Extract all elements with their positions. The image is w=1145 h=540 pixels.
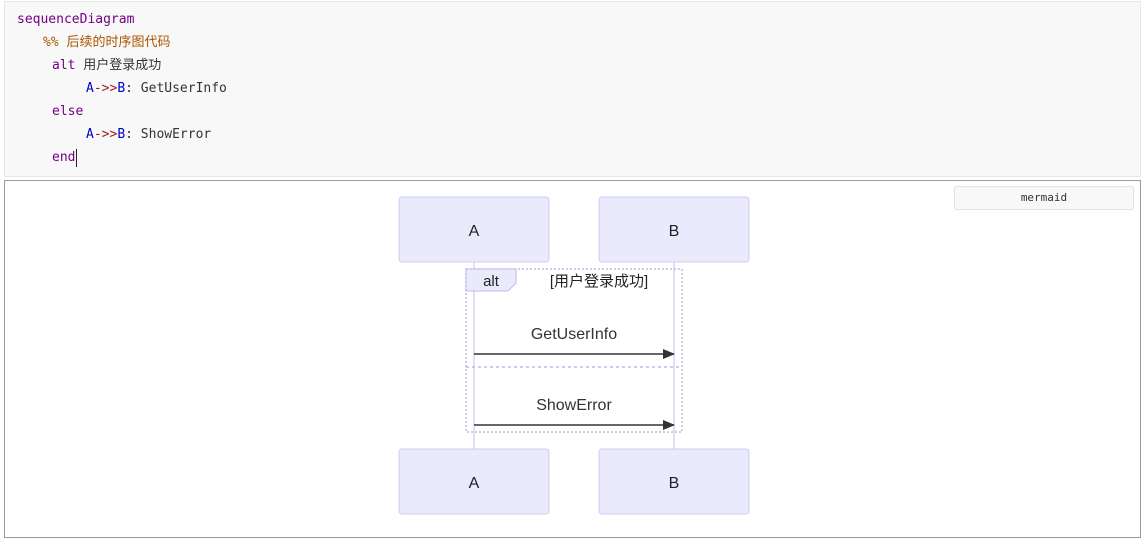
keyword-alt: alt	[52, 58, 76, 73]
code-line-2[interactable]: %% 后续的时序图代码	[43, 33, 170, 53]
code-line-4[interactable]: A->>B: GetUserInfo	[86, 79, 227, 99]
actor-a-ref: A	[86, 81, 94, 96]
code-line-3[interactable]: alt 用户登录成功	[52, 56, 161, 76]
code-line-5[interactable]: else	[52, 102, 83, 122]
actor-a-ref: A	[86, 127, 94, 142]
keyword-end: end	[52, 150, 76, 165]
arrow-token: ->>	[93, 81, 118, 96]
code-line-1[interactable]: sequenceDiagram	[17, 10, 134, 30]
code-comment: %% 后续的时序图代码	[43, 35, 171, 50]
code-line-7[interactable]: end	[52, 148, 78, 168]
actor-b-ref: B	[117, 127, 126, 142]
diagram-preview[interactable]	[4, 180, 1141, 538]
message-text: : ShowError	[125, 127, 212, 142]
actor-b-ref: B	[117, 81, 126, 96]
message-text: : GetUserInfo	[125, 81, 227, 96]
language-selector[interactable]: mermaid	[954, 186, 1134, 210]
arrow-token: ->>	[93, 127, 118, 142]
code-editor[interactable]: sequenceDiagram %% 后续的时序图代码 alt 用户登录成功 A…	[4, 1, 1141, 177]
keyword-sequence-diagram: sequenceDiagram	[17, 12, 135, 27]
code-line-6[interactable]: A->>B: ShowError	[86, 125, 211, 145]
keyword-else: else	[52, 104, 84, 119]
text-cursor	[76, 148, 78, 167]
alt-condition-text: 用户登录成功	[75, 58, 162, 73]
